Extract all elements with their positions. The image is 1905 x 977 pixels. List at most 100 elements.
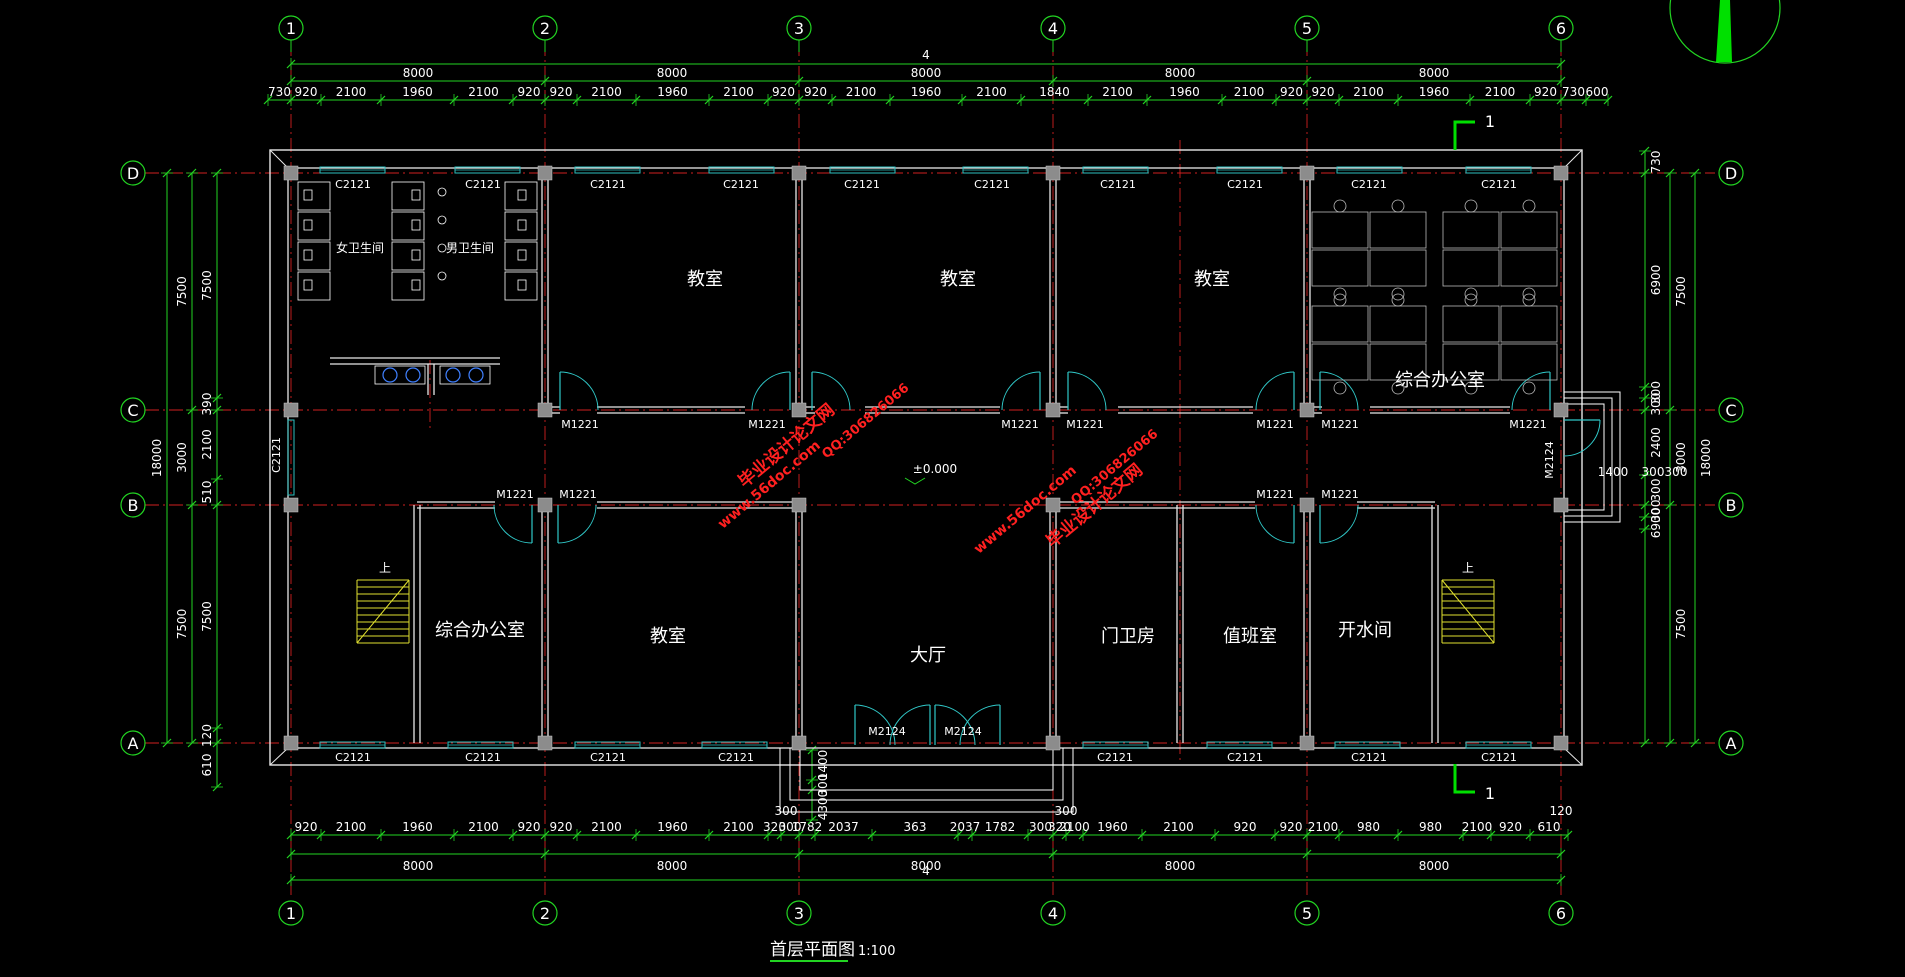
axis-bubble-bottom-5-circle <box>1294 900 1320 926</box>
axis-bubble-bottom-1-label: 1 <box>286 904 296 923</box>
dim-top-detail-text: 2100 <box>723 85 754 99</box>
dim-bottom-detail-text: 2100 <box>336 820 367 834</box>
office-chair <box>1333 287 1347 301</box>
column <box>537 735 553 751</box>
dim-bottom-total-text: 4 <box>922 864 930 878</box>
room-label-male-wc: 男卫生间 <box>446 241 494 255</box>
office-desk <box>1442 249 1500 287</box>
axis-bubble-top-5-label: 5 <box>1302 19 1312 38</box>
toilet-bowl <box>517 249 527 261</box>
office-desk <box>1500 211 1558 249</box>
title-main: 首层平面图 <box>770 940 855 960</box>
axis-bubble-right-D-circle <box>1718 160 1744 186</box>
section-marker-top <box>1453 120 1475 150</box>
toilet-bowl <box>303 249 313 261</box>
door-swing <box>1001 371 1041 411</box>
door-label: M1221 <box>1001 418 1039 431</box>
dim-bottom-detail-text: 2100 <box>468 820 499 834</box>
axis-bubble-bottom-3-label: 3 <box>794 904 804 923</box>
toilet-stall <box>391 211 425 241</box>
toilet-stall <box>504 211 538 241</box>
office-chair <box>1464 287 1478 301</box>
dim-top-detail-text: 2100 <box>1353 85 1384 99</box>
axis-bubble-right-B-circle <box>1718 492 1744 518</box>
column <box>537 402 553 418</box>
axis-bubble-bottom-2-circle <box>532 900 558 926</box>
entrance-step-0 <box>779 748 1074 813</box>
window-label: C2121 <box>465 178 501 191</box>
window-west <box>287 419 295 496</box>
column <box>283 735 299 751</box>
level-mark: ±0.000 <box>913 462 957 476</box>
office-desk <box>1369 249 1427 287</box>
column <box>283 165 299 181</box>
furniture-and-fixtures <box>297 181 1558 644</box>
dim-bottom-detail-text: 2100 <box>591 820 622 834</box>
room-label-guard: 门卫房 <box>1101 626 1155 647</box>
dim-top-bays-text: 8000 <box>1419 66 1450 80</box>
dim-top-detail-text: 2100 <box>1234 85 1265 99</box>
dim-top-detail-text: 920 <box>550 85 573 99</box>
main-door-label: M2124 <box>1543 441 1556 479</box>
dim-top-total-text: 4 <box>922 48 930 62</box>
window-label: C2121 <box>1100 178 1136 191</box>
north-circle <box>1669 0 1781 64</box>
urinal <box>437 271 447 281</box>
axis-bubble-left-A-label: A <box>128 734 139 753</box>
axis-bubble-top-2-circle <box>532 15 558 41</box>
dim-top-detail-text: 1960 <box>1419 85 1450 99</box>
window-label: C2121 <box>1481 751 1517 764</box>
urinal <box>437 215 447 225</box>
door-swing <box>889 704 931 746</box>
office-desk <box>1442 343 1500 381</box>
title-scale: 1:100 <box>858 944 895 959</box>
toilet-bowl <box>517 279 527 291</box>
dim-top-detail-text: 2100 <box>591 85 622 99</box>
dim-top-detail-text: 2100 <box>1485 85 1516 99</box>
office-chair <box>1464 199 1478 213</box>
door-swing <box>751 371 791 411</box>
dim-bottom-bays-text: 8000 <box>1419 859 1450 873</box>
dim-entrance-text: 4300 <box>816 790 830 821</box>
axis-bubble-top-3-circle <box>786 15 812 41</box>
dim-bottom-detail-text: 2037 <box>828 820 859 834</box>
dim-top-detail-text: 920 <box>772 85 795 99</box>
door-swing <box>1319 504 1359 544</box>
office-desk <box>1311 211 1369 249</box>
stair-up-label: 上 <box>1462 561 1474 575</box>
dim-top-detail-text: 1960 <box>1169 85 1200 99</box>
dim-top-detail-text: 920 <box>1534 85 1557 99</box>
dim-bottom-detail-text: 920 <box>1499 820 1522 834</box>
window-label: C2121 <box>1097 751 1133 764</box>
axis-bubble-bottom-6-circle <box>1548 900 1574 926</box>
column <box>791 402 807 418</box>
toilet-bowl <box>303 279 313 291</box>
washbasin <box>445 367 461 383</box>
dim-bottom-bays-text: 8000 <box>657 859 688 873</box>
drawing-title: 首层平面图 1:100 <box>770 940 895 962</box>
office-desk <box>1311 343 1369 381</box>
dim-top-detail-text: 2100 <box>336 85 367 99</box>
dim-bottom-detail-text: 1782 <box>792 820 823 834</box>
office-chair <box>1391 199 1405 213</box>
dim-bottom-detail-text: 920 <box>550 820 573 834</box>
door-swing <box>1511 371 1551 411</box>
basin-counter <box>374 365 426 385</box>
room-label-classroom: 教室 <box>1194 269 1230 290</box>
window-label: C2121 <box>335 178 371 191</box>
dim-top-detail-text: 920 <box>518 85 541 99</box>
window-label: C2121 <box>718 751 754 764</box>
axis-bubble-left-C-circle <box>120 397 146 423</box>
office-chair <box>1522 381 1536 395</box>
window-label: C2121 <box>974 178 1010 191</box>
dim-right-outer-text: 18000 <box>1699 439 1713 477</box>
office-chair <box>1333 381 1347 395</box>
axis-bubble-top-5-circle <box>1294 15 1320 41</box>
dim-left-inner-text: 120 <box>200 724 214 747</box>
dim-right-inner-text: 300 <box>1649 393 1663 416</box>
window-label: C2121 <box>465 751 501 764</box>
doors <box>493 371 1601 746</box>
office-desk <box>1500 305 1558 343</box>
